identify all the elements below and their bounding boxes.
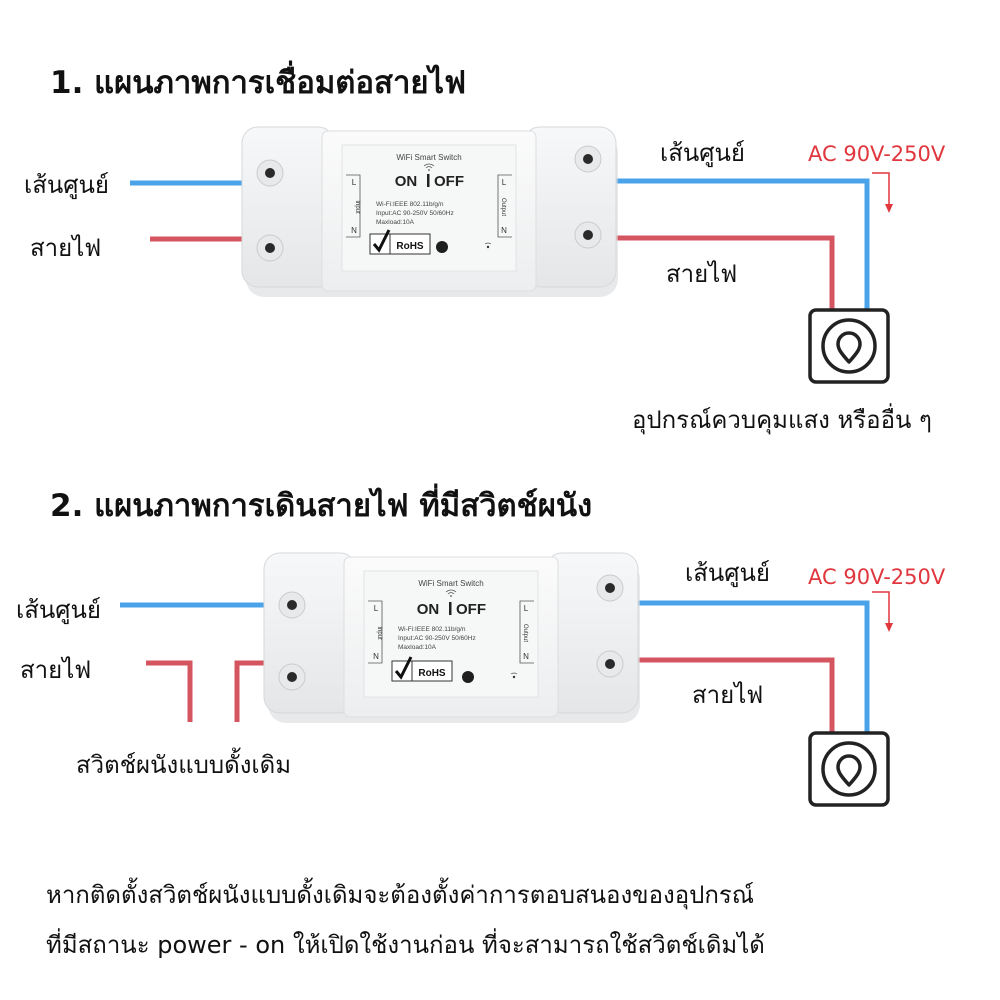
wifi-icon: [423, 163, 435, 171]
module-spec-maxload: Maxload:10A: [376, 219, 415, 226]
svg-text:RoHS: RoHS: [418, 668, 446, 679]
module-on-off-divider: [449, 602, 452, 615]
svg-text:N: N: [373, 652, 379, 661]
module-output-terminal: L Output N: [519, 600, 534, 664]
d2-left-live-label: สายไฟ: [20, 656, 92, 684]
diagram2-title: 2. แผนภาพการเดินสายไฟ ที่มีสวิตช์ผนัง: [50, 488, 593, 524]
diagram1-title: 1. แผนภาพการเชื่อมต่อสายไฟ: [50, 65, 467, 101]
d1-right-neutral-label: เส้นศูนย์: [660, 139, 745, 167]
module-screw: [596, 650, 624, 678]
module-led-icon: [484, 242, 492, 249]
d2-left-live-wire-b: [234, 660, 268, 722]
d1-ac-arrowhead: [885, 204, 893, 213]
svg-text:RoHS: RoHS: [396, 241, 424, 252]
module-name: WiFi Smart Switch: [396, 153, 461, 162]
diagram1-wires: [130, 172, 893, 312]
svg-text:L: L: [352, 178, 357, 187]
module-screw: [256, 159, 284, 187]
d1-left-neutral-label: เส้นศูนย์: [24, 171, 109, 199]
svg-text:L: L: [502, 178, 507, 187]
d2-left-neutral-label: เส้นศูนย์: [16, 596, 101, 624]
d2-ac-arrow: [872, 591, 890, 627]
svg-text:L: L: [524, 604, 529, 613]
smart-switch-module-1: WiFi Smart Switch ON OFF Wi-Fi:IEEE 802.…: [241, 126, 618, 297]
module-output-terminal: L Output N: [497, 174, 512, 238]
module-on-label: ON: [417, 601, 440, 618]
module-left-cap: [241, 126, 335, 288]
rohs-badge: RoHS: [369, 229, 431, 255]
module-spec-input: Input:AC 90-250V 50/60Hz: [376, 210, 454, 217]
module-screw: [256, 234, 284, 262]
module-on-label: ON: [395, 173, 418, 190]
module-reset-button: [462, 671, 474, 683]
module-spec-input: Input:AC 90-250V 50/60Hz: [398, 635, 476, 642]
d1-ac-voltage-label: AC 90V-250V: [808, 142, 946, 166]
module-right-cap: [523, 126, 617, 288]
svg-text:Input: Input: [376, 626, 382, 640]
wifi-icon: [445, 589, 457, 597]
d1-device-label: อุปกรณ์ควบคุมแสง หรืออื่น ๆ: [632, 406, 932, 434]
footer-note-line-1: หากติดตั้งสวิตช์ผนังแบบดั้งเดิมจะต้องตั้…: [46, 881, 755, 909]
d1-left-live-label: สายไฟ: [30, 234, 102, 262]
module-screw: [574, 145, 602, 173]
module-spec-wifi: Wi-Fi:IEEE 802.11b/g/n: [376, 201, 444, 208]
svg-text:Input: Input: [354, 200, 360, 214]
d2-right-live-label: สายไฟ: [692, 681, 764, 709]
d2-ac-arrowhead: [885, 623, 893, 632]
module-reset-button: [436, 241, 448, 253]
module-on-off-divider: [427, 174, 430, 187]
d2-ac-voltage-label: AC 90V-250V: [808, 565, 946, 589]
d2-right-live-wire: [632, 657, 835, 733]
module-off-label: OFF: [434, 173, 464, 190]
module-off-label: OFF: [456, 601, 486, 618]
module-input-terminal: L Input N: [346, 174, 361, 238]
d1-right-live-label: สายไฟ: [666, 260, 738, 288]
smart-switch-module-2: WiFi Smart Switch ON OFF Wi-Fi:IEEE 802.…: [263, 552, 640, 723]
diagram2-wires: [120, 591, 893, 733]
svg-text:Output: Output: [500, 198, 506, 216]
d2-right-neutral-label: เส้นศูนย์: [685, 559, 770, 587]
d1-right-neutral-wire: [612, 178, 870, 312]
module-screw: [596, 574, 624, 602]
svg-text:N: N: [523, 652, 529, 661]
module-name: WiFi Smart Switch: [418, 579, 483, 588]
rohs-badge: RoHS: [391, 656, 453, 682]
footer-note-line-2: ที่มีสถานะ power - on ให้เปิดใช้งานก่อน …: [46, 931, 765, 959]
svg-text:Output: Output: [522, 624, 528, 642]
light-device-icon: [808, 308, 890, 384]
d2-wall-switch-label: สวิตช์ผนังแบบดั้งเดิม: [76, 751, 292, 779]
d2-right-neutral-wire: [632, 600, 870, 733]
module-spec-wifi: Wi-Fi:IEEE 802.11b/g/n: [398, 626, 466, 633]
module-left-cap: [263, 552, 357, 714]
d2-left-live-wire-a: [146, 660, 193, 722]
light-device-icon: [808, 731, 890, 807]
module-input-terminal: L Input N: [368, 600, 383, 664]
svg-text:L: L: [374, 604, 379, 613]
d1-ac-arrow: [872, 172, 890, 208]
module-screw: [278, 663, 306, 691]
d1-right-live-wire: [612, 235, 835, 312]
module-screw: [574, 221, 602, 249]
svg-text:N: N: [501, 226, 507, 235]
module-screw: [278, 591, 306, 619]
module-right-cap: [545, 552, 639, 714]
module-spec-maxload: Maxload:10A: [398, 644, 437, 651]
module-led-icon: [510, 672, 518, 679]
svg-text:N: N: [351, 226, 357, 235]
